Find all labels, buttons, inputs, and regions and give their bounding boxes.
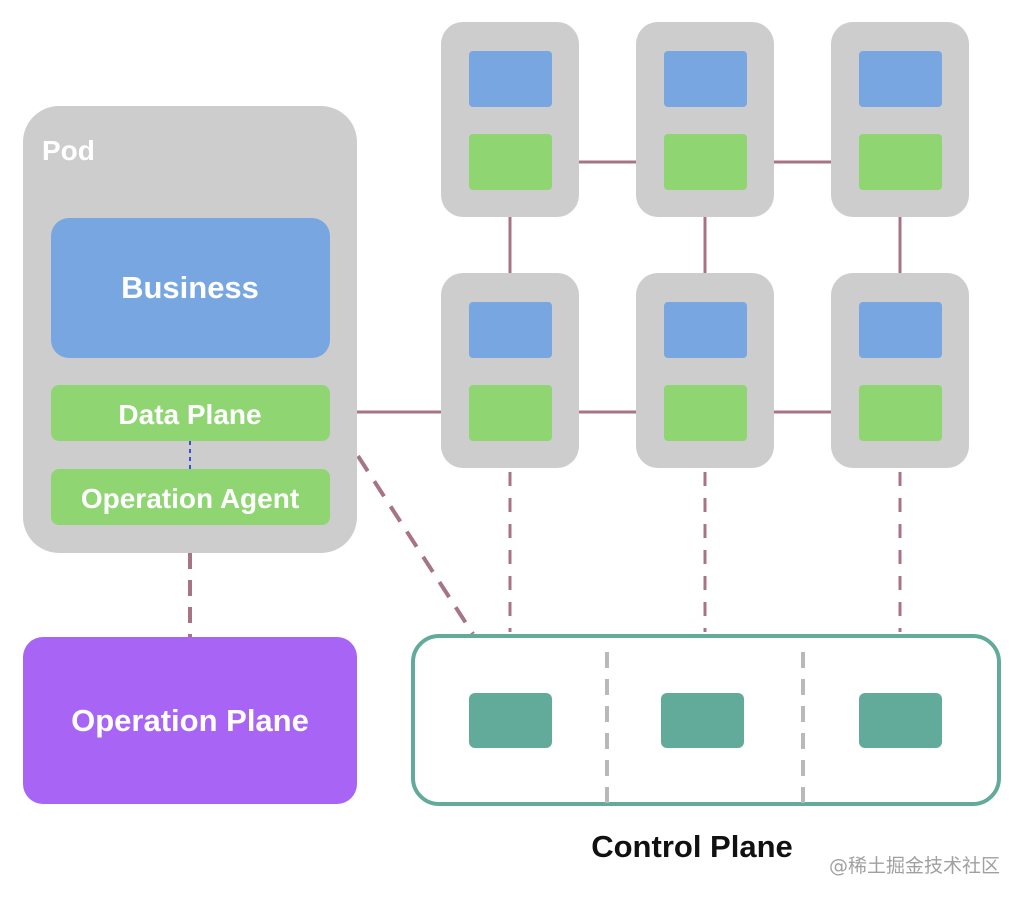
operation-agent-box [51,469,330,525]
control-component [661,693,744,748]
service-node [441,22,579,217]
pod: Pod Business Data Plane Operation Agent [23,106,357,553]
service-mesh [441,22,969,468]
control-component [469,693,552,748]
service-data-plane-box [469,134,552,190]
service-data-plane-box [859,134,942,190]
operation-plane-box [23,637,357,804]
operation-plane: Operation Plane [23,637,357,804]
service-node [636,273,774,468]
business-box [51,218,330,358]
service-business-box [469,51,552,107]
service-node [636,22,774,217]
service-node [831,273,969,468]
connectors [188,160,902,637]
service-data-plane-box [469,385,552,441]
service-business-box [859,302,942,358]
service-data-plane-box [859,385,942,441]
service-business-box [469,302,552,358]
pod-control-link [356,454,475,636]
control-component [859,693,942,748]
data-plane-box [51,385,330,441]
service-business-box [664,302,747,358]
service-business-box [859,51,942,107]
control-plane-label: Control Plane [591,829,793,864]
operation-agent-label: Operation Agent [81,483,299,514]
pod-title: Pod [42,135,95,166]
service-data-plane-box [664,134,747,190]
service-node [441,273,579,468]
operation-plane-label: Operation Plane [71,703,309,738]
service-data-plane-box [664,385,747,441]
watermark: @稀土掘金技术社区 [829,855,1000,877]
business-label: Business [121,270,259,305]
control-plane: Control Plane [411,634,1001,864]
data-plane-label: Data Plane [118,399,261,430]
control-components [469,693,942,748]
service-business-box [664,51,747,107]
service-node [831,22,969,217]
